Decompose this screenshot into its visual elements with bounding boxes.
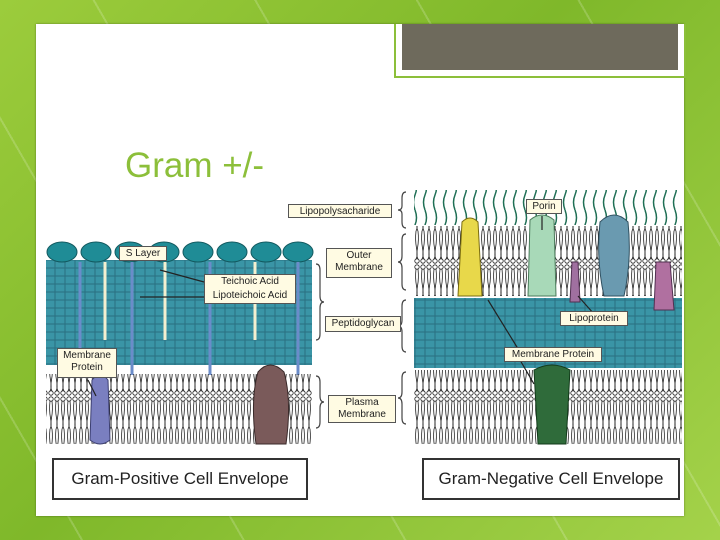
label-plasma-membrane: Plasma Membrane <box>328 395 396 423</box>
footer-gram-negative: Gram-Negative Cell Envelope <box>422 458 680 500</box>
layer-braces <box>315 191 407 429</box>
arrow-gn-membrane-protein-inner <box>519 359 535 385</box>
gn-blue-protein <box>598 214 630 297</box>
label-lipoteichoic-acid: Lipoteichoic Acid <box>204 289 296 304</box>
footer-gram-positive: Gram-Positive Cell Envelope <box>52 458 308 500</box>
title-tab <box>394 24 686 78</box>
label-s-layer: S Layer <box>119 246 167 261</box>
label-peptidoglycan: Peptidoglycan <box>325 316 401 332</box>
label-teichoic-acid: Teichoic Acid <box>204 274 296 289</box>
s-layer-units <box>46 241 314 263</box>
gn-pink-protein <box>653 261 675 311</box>
gn-membrane-protein-shape <box>533 364 571 445</box>
arrow-gp-membrane-protein <box>87 379 97 397</box>
label-gn-membrane-protein: Membrane Protein <box>504 347 602 362</box>
label-lipopolysaccharide: Lipopolysacharide <box>288 204 392 218</box>
gram-positive-envelope <box>46 241 314 445</box>
slide-title: Gram +/- <box>125 146 265 185</box>
gp-protein-brown <box>252 364 290 445</box>
gp-membrane-protein-shape <box>89 374 111 445</box>
label-porin: Porin <box>526 199 562 214</box>
arrow-gn-membrane-protein-outer <box>487 299 521 353</box>
title-tab-fill <box>402 24 678 70</box>
label-lipoprotein: Lipoprotein <box>560 311 628 326</box>
label-outer-membrane: Outer Membrane <box>326 248 392 278</box>
gn-yellow-porin <box>457 217 483 297</box>
pointer-arrows <box>87 216 595 397</box>
lipoprotein-shape <box>569 261 581 303</box>
porin-shape <box>527 214 557 297</box>
arrow-teichoic <box>159 269 205 283</box>
label-gp-membrane-protein: Membrane Protein <box>57 348 117 378</box>
gram-negative-envelope <box>414 190 682 445</box>
